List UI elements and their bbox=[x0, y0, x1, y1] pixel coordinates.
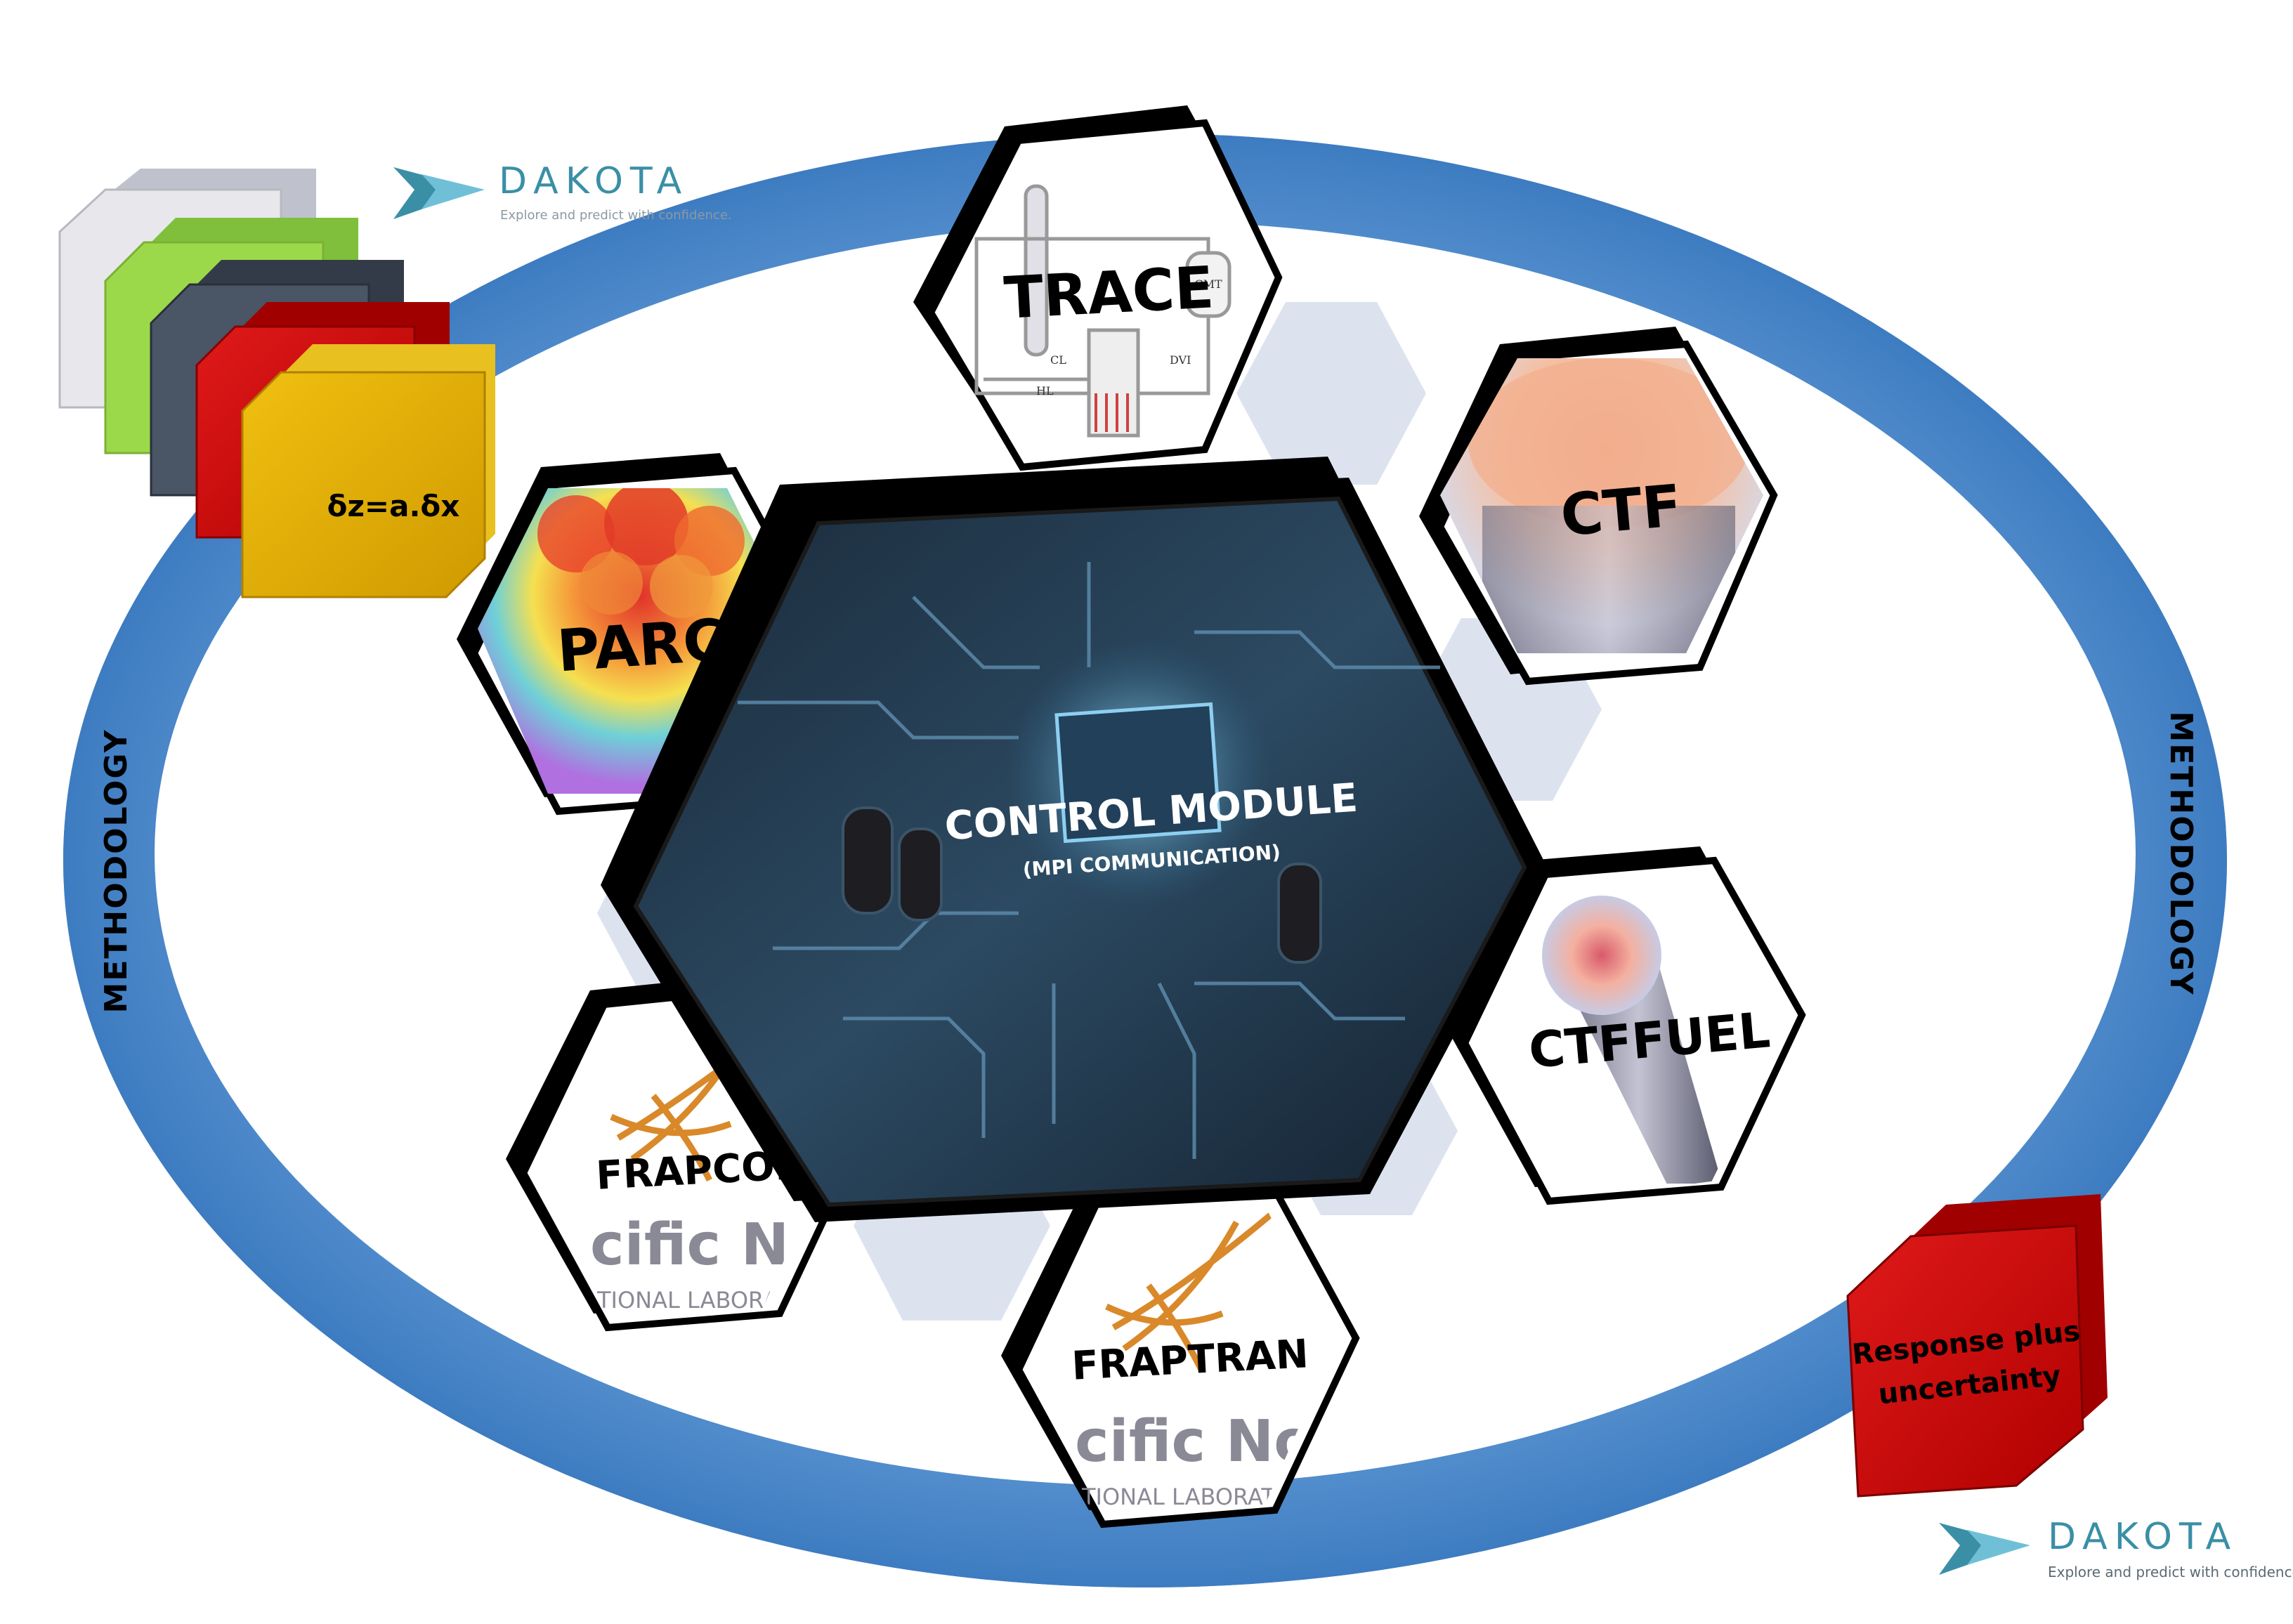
dakota-wordmark-bottom: DAKOTA bbox=[2048, 1516, 2238, 1558]
module-ctf[interactable]: CTF bbox=[1419, 327, 1778, 686]
dakota-tagline-bottom: Explore and predict with confidence. bbox=[2048, 1564, 2293, 1580]
control-module[interactable]: CONTROL MODULE (MPI COMMUNICATION) bbox=[601, 457, 1546, 1222]
ctf-label: CTF bbox=[1558, 473, 1685, 550]
module-ctffuel[interactable]: CTFFUEL bbox=[1447, 846, 1806, 1205]
methodology-label-right: METHODOLOGY bbox=[2163, 712, 2199, 996]
circuit-board-graphic bbox=[738, 562, 1440, 1159]
capacitor-graphic bbox=[842, 806, 1322, 964]
dakota-logo-bottom: DAKOTA Explore and predict with confiden… bbox=[1939, 1516, 2293, 1580]
input-formula: δz=a.δx bbox=[327, 489, 460, 523]
ctf-assembly-graphic bbox=[1440, 358, 1763, 653]
trace-label: TRACE bbox=[1002, 254, 1215, 332]
chip-graphic bbox=[1005, 639, 1272, 906]
trace-schematic: CMT CL HL DVI bbox=[974, 184, 1232, 438]
input-block-stack: δz=a.δx bbox=[58, 169, 495, 598]
dakota-tagline-top: Explore and predict with confidence. bbox=[500, 208, 732, 223]
module-trace[interactable]: CMT CL HL DVI TRACE bbox=[913, 105, 1283, 471]
dakota-logo-top: DAKOTA Explore and predict with confiden… bbox=[393, 160, 732, 223]
dakota-arrow-icon bbox=[1939, 1523, 2030, 1575]
trace-label-hl: HL bbox=[1036, 384, 1054, 398]
ctffuel-rod-graphic bbox=[1542, 896, 1721, 1184]
trace-label-cl: CL bbox=[1050, 353, 1066, 367]
dakota-arrow-icon bbox=[393, 167, 485, 219]
module-fraptran[interactable]: cific Northwe TIONAL LABORATORY FRAPTRAN bbox=[1001, 1170, 1503, 1528]
input-block-yellow[interactable]: δz=a.δx bbox=[241, 344, 495, 598]
methodology-label-left: METHODOLOGY bbox=[98, 729, 134, 1014]
dakota-wordmark-top: DAKOTA bbox=[499, 160, 688, 202]
trace-label-cmt: CMT bbox=[1194, 277, 1222, 291]
trace-label-dvi: DVI bbox=[1170, 353, 1191, 367]
output-block[interactable]: Response plus uncertainty bbox=[1846, 1194, 2108, 1498]
